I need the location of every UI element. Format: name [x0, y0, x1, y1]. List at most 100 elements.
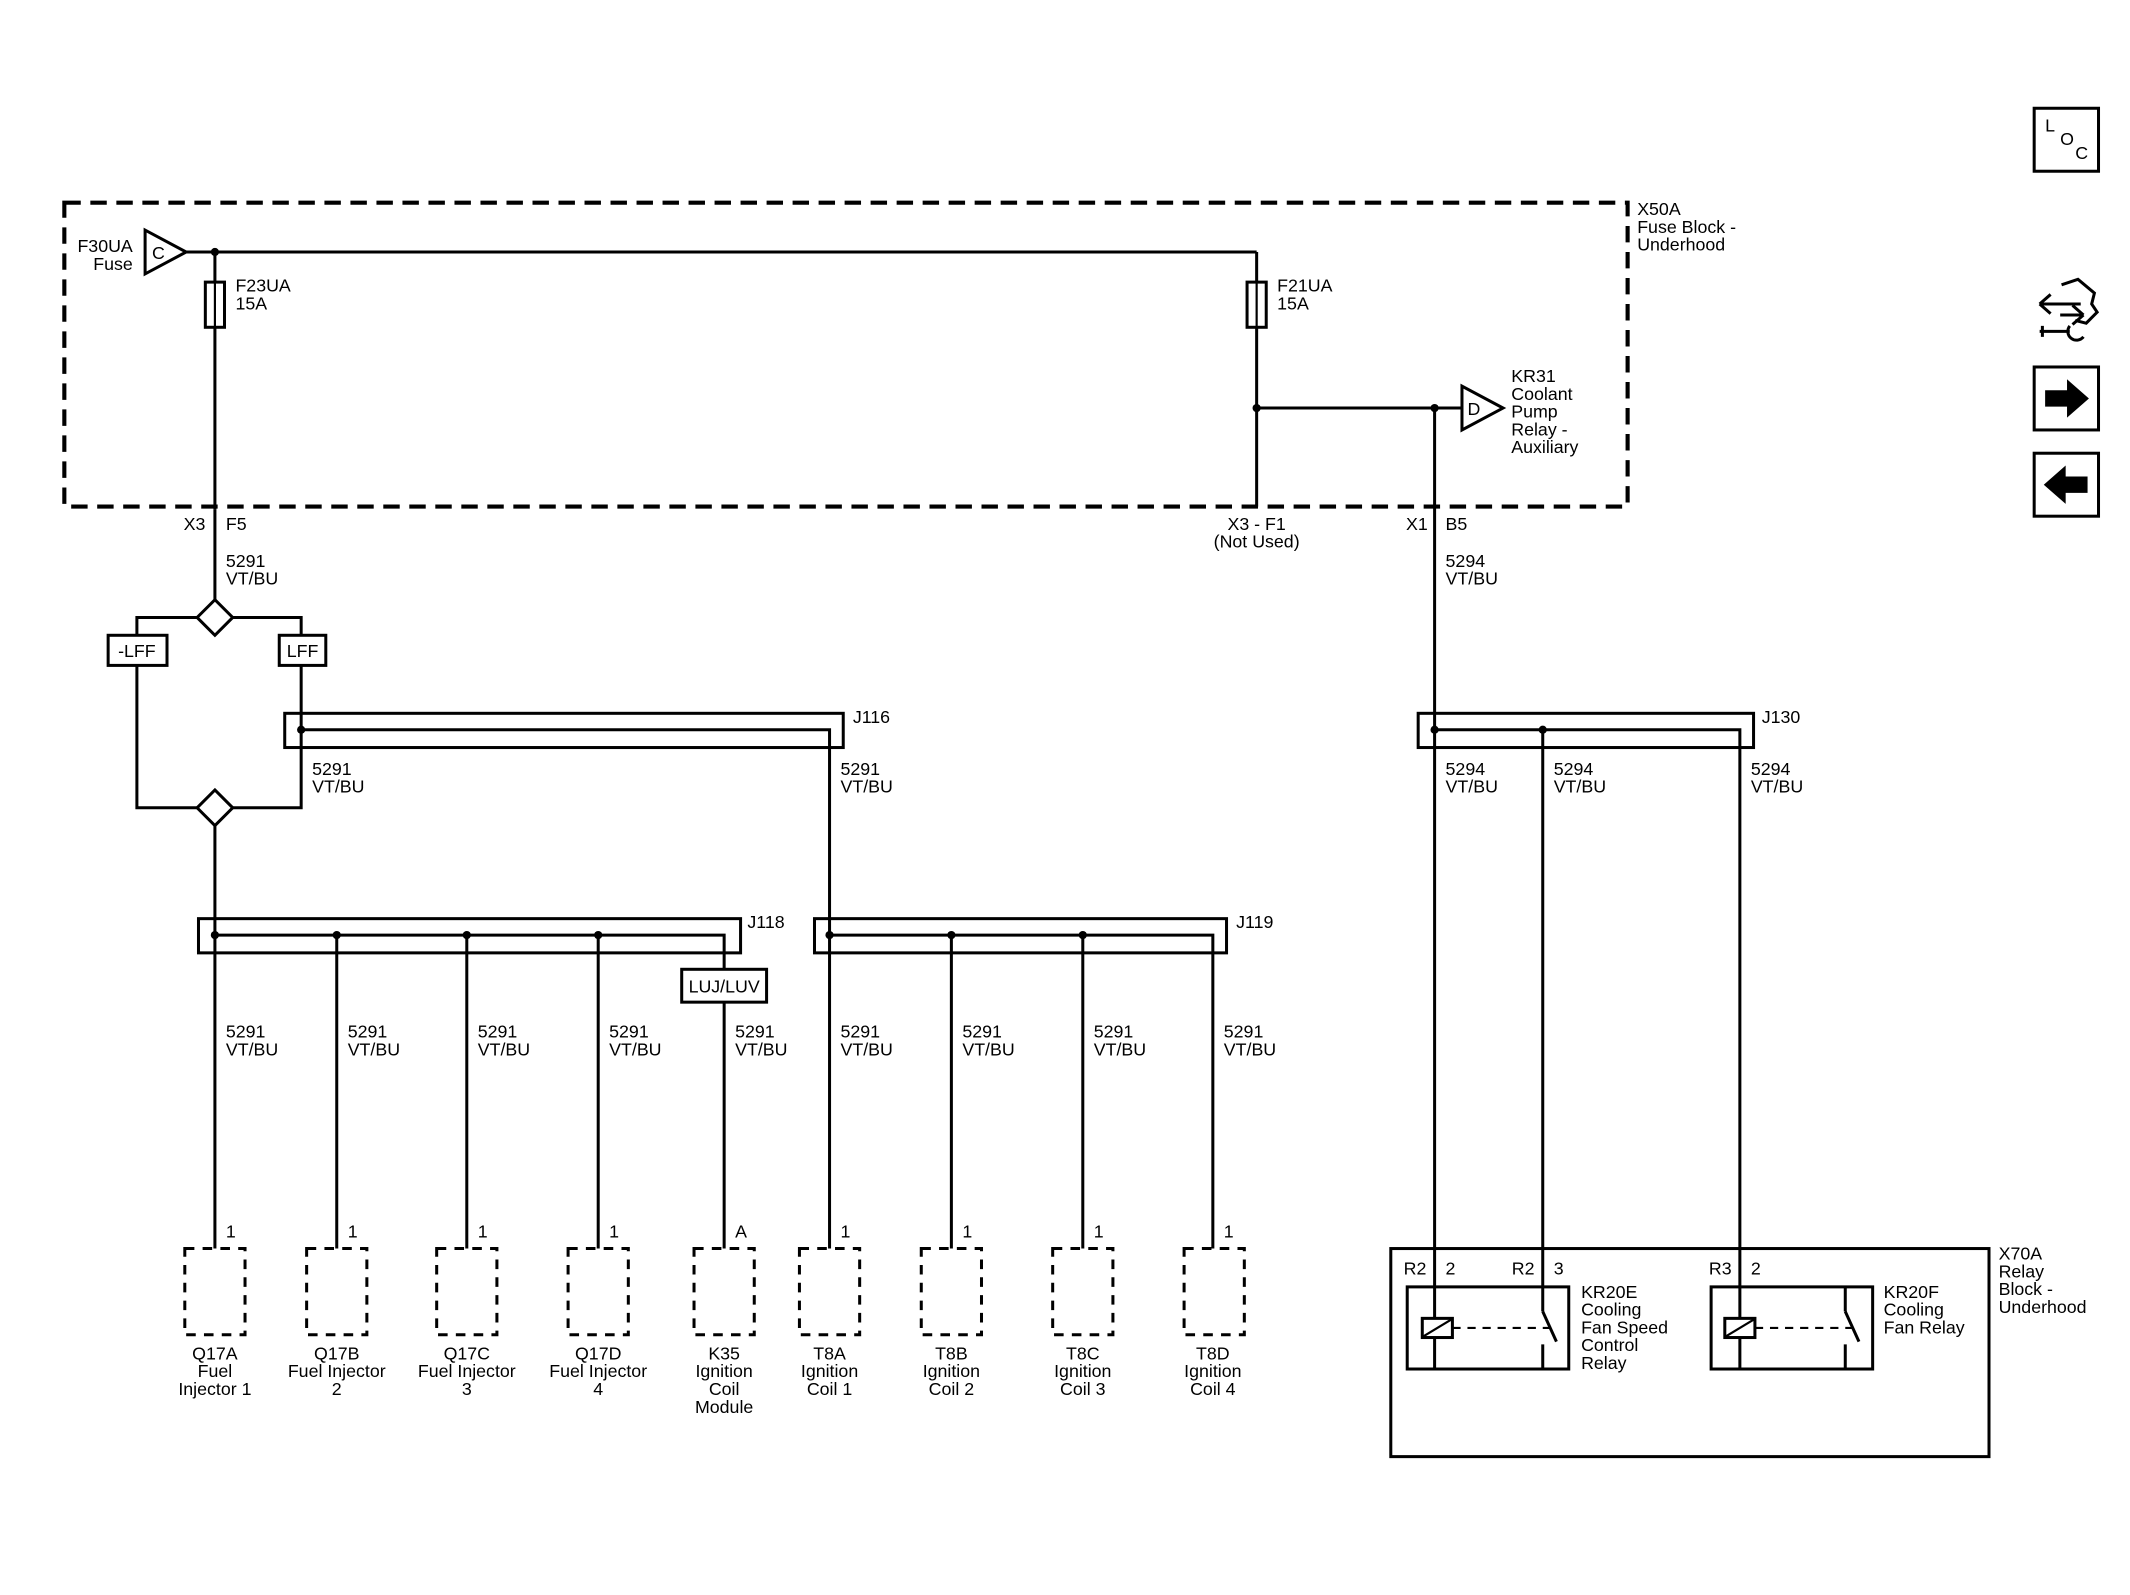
wire-label-number: 5291 — [1094, 1022, 1134, 1042]
fuse-right-rating: 15A — [1277, 293, 1309, 313]
circuit-5291-feed: 5291 VT/BU -LFF LFF — [106, 509, 328, 936]
location-icon[interactable]: L O C — [2032, 106, 2101, 173]
relay-block-line-3: Underhood — [1999, 1297, 2087, 1317]
relay-pin: 3 — [1554, 1259, 1564, 1279]
option-without-label: -LFF — [118, 641, 156, 661]
relay-kr20e-line-2: Cooling — [1581, 1300, 1641, 1320]
component-line-2: 4 — [593, 1379, 603, 1399]
relay-block-outline — [1389, 1247, 1991, 1459]
wire-label-color: VT/BU — [841, 777, 893, 797]
wire-label-color: VT/BU — [735, 1040, 787, 1060]
relay-kr20f-box — [1709, 1285, 1875, 1371]
conn-left-connector: X3 — [184, 514, 206, 534]
component-pin: 1 — [1224, 1222, 1234, 1242]
component-id: Q17C — [444, 1343, 491, 1363]
component-line-1: Ignition — [923, 1361, 980, 1381]
conn-left-pin: F5 — [226, 514, 247, 534]
wire-label-number: 5291 — [609, 1022, 649, 1042]
wire-label-number: 5294 — [1751, 759, 1791, 779]
component-id: T8A — [813, 1343, 846, 1363]
component-line-1: Fuel — [198, 1361, 233, 1381]
conn-right-pin: B5 — [1446, 514, 1468, 534]
component-q17c[interactable]: 1 Q17C Fuel Injector 3 — [418, 1222, 516, 1399]
component-id: Q17B — [314, 1343, 359, 1363]
relay-kr20f[interactable]: R3 2 KR20F Cooling Fan Relay — [1709, 1259, 1965, 1371]
component-k35[interactable]: A K35 Ignition Coil Module — [692, 1222, 756, 1417]
component-line-2: Coil — [709, 1379, 740, 1399]
wire-label-color: VT/BU — [1446, 569, 1498, 589]
option-with-label: LFF — [287, 641, 319, 661]
wire-label-number: 5291 — [962, 1022, 1002, 1042]
wire-label-number: 5294 — [1554, 759, 1594, 779]
wire-label-color: VT/BU — [1751, 777, 1803, 797]
wire-label-number: 5291 — [312, 759, 352, 779]
relay-kr31-label-5: Auxiliary — [1511, 437, 1578, 457]
component-line-3: Module — [695, 1397, 753, 1417]
relay-connector-d — [1460, 383, 1507, 433]
component-pin: 1 — [609, 1222, 619, 1242]
relay-conn: R2 — [1404, 1259, 1427, 1279]
fuse-block-x50a: X50A Fuse Block - Underhood C F30UA Fuse… — [62, 199, 1736, 552]
component-pin: 1 — [962, 1222, 972, 1242]
conn-mid-note: (Not Used) — [1214, 532, 1300, 552]
wire-label-color: VT/BU — [1554, 777, 1606, 797]
fuse-right-name: F21UA — [1277, 276, 1332, 296]
relay-kr31-label-2: Coolant — [1511, 384, 1572, 404]
supply-label-2: Fuse — [93, 254, 133, 274]
fuse-block-name-1: Fuse Block - — [1637, 217, 1736, 237]
wire-label-color: VT/BU — [312, 777, 364, 797]
option-split-top — [194, 597, 235, 638]
relay-kr20e[interactable]: R2 2 R2 3 KR20E Cooling Fan Speed Contro… — [1404, 1259, 1668, 1373]
forward-arrow-icon[interactable] — [2032, 365, 2101, 432]
component-t8c[interactable]: 1 T8C Ignition Coil 3 — [1051, 1222, 1115, 1399]
relay-kr31-label-3: Pump — [1511, 402, 1558, 422]
component-t8d[interactable]: 1 T8D Ignition Coil 4 — [1182, 1222, 1246, 1399]
relay-kr31-label-1: KR31 — [1511, 366, 1556, 386]
component-line-1: Ignition — [1184, 1361, 1241, 1381]
splice-j118: J118 LUJ/LUV — [196, 912, 785, 1004]
component-q17a[interactable]: 1 Q17A Fuel Injector 1 — [178, 1222, 251, 1399]
relay-conn: R3 — [1709, 1259, 1732, 1279]
conn-right-connector: X1 — [1406, 514, 1428, 534]
component-line-2: Coil 2 — [929, 1379, 974, 1399]
wire-label-color: VT/BU — [226, 1040, 278, 1060]
splice-j118-label: J118 — [747, 912, 784, 932]
component-t8a[interactable]: 1 T8A Ignition Coil 1 — [797, 1222, 862, 1399]
component-q17b[interactable]: 1 Q17B Fuel Injector 2 — [288, 1222, 386, 1399]
circuit-5294: 5294 VT/BU J130 5294 VT/BU 5294 VT/BU 52… — [1416, 408, 1803, 1287]
component-box — [692, 1247, 756, 1337]
wire-label-color: VT/BU — [348, 1040, 400, 1060]
component-id: T8C — [1066, 1343, 1100, 1363]
loc-letter-o: O — [2060, 129, 2074, 149]
relay-conn: R2 — [1512, 1259, 1535, 1279]
relay-pin: 2 — [1751, 1259, 1761, 1279]
component-line-1: Ignition — [801, 1361, 858, 1381]
wire-label-number: 5291 — [1224, 1022, 1264, 1042]
wire-label-number: 5291 — [735, 1022, 775, 1042]
wire-label-color: VT/BU — [841, 1040, 893, 1060]
wire-label-color: VT/BU — [1094, 1040, 1146, 1060]
conn-mid-connector: X3 - F1 — [1227, 514, 1285, 534]
component-pin: A — [735, 1222, 747, 1242]
component-t8b[interactable]: 1 T8B Ignition Coil 2 — [919, 1222, 984, 1399]
wire-label-color: VT/BU — [1446, 777, 1498, 797]
splice-j119: J119 — [812, 912, 1273, 1249]
wire-label-number: 5291 — [226, 1022, 266, 1042]
relay-kr20f-line-3: Fan Relay — [1884, 1317, 1965, 1337]
connector-tool-icon[interactable] — [2038, 277, 2100, 342]
component-pin: 1 — [1094, 1222, 1104, 1242]
splice-j118-body — [196, 917, 743, 955]
component-line-1: Fuel Injector — [549, 1361, 647, 1381]
splice-j130-label: J130 — [1762, 707, 1801, 727]
wire-label-color: VT/BU — [478, 1040, 530, 1060]
back-arrow-icon[interactable] — [2032, 451, 2101, 518]
relay-kr20e-line-1: KR20E — [1581, 1282, 1637, 1302]
component-line-1: Fuel Injector — [418, 1361, 516, 1381]
relay-kr20f-line-2: Cooling — [1884, 1300, 1944, 1320]
component-q17d[interactable]: 1 Q17D Fuel Injector 4 — [549, 1222, 647, 1399]
component-id: K35 — [708, 1343, 740, 1363]
relay-pin: 2 — [1446, 1259, 1456, 1279]
option-coil-label: LUJ/LUV — [689, 977, 760, 997]
